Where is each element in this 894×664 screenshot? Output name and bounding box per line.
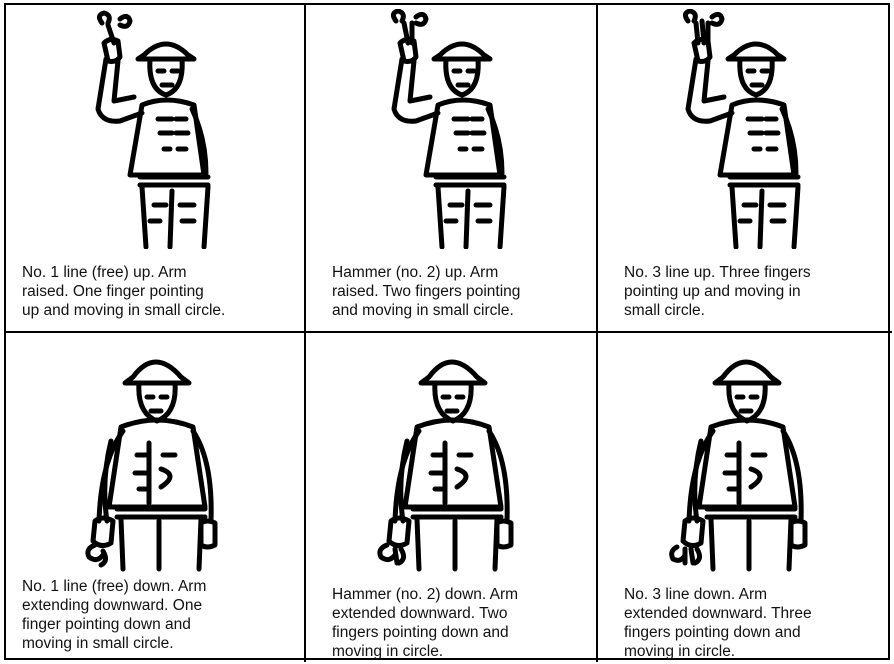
- worker-arm-down-one-finger-icon: [6, 337, 304, 577]
- worker-arm-down-three-fingers-icon: [598, 337, 892, 577]
- panel-caption: No. 3 line up. Three fingers pointing up…: [624, 263, 811, 320]
- worker-arm-raised-one-finger-icon: [6, 9, 304, 249]
- signal-panel-no3-up: No. 3 line up. Three fingers pointing up…: [598, 5, 892, 333]
- signal-panel-no1-up: No. 1 line (free) up. Arm raised. One fi…: [6, 5, 306, 333]
- panel-caption: Hammer (no. 2) down. Arm extended downwa…: [332, 585, 518, 661]
- signal-panel-hammer-down: Hammer (no. 2) down. Arm extended downwa…: [306, 333, 598, 662]
- signal-panel-no1-down: No. 1 line (free) down. Arm extending do…: [6, 333, 306, 662]
- worker-arm-raised-two-fingers-icon: [306, 9, 596, 249]
- panel-caption: Hammer (no. 2) up. Arm raised. Two finge…: [332, 263, 520, 320]
- signal-grid: No. 1 line (free) up. Arm raised. One fi…: [4, 3, 890, 660]
- panel-caption: No. 1 line (free) down. Arm extending do…: [22, 577, 206, 653]
- worker-arm-down-two-fingers-icon: [306, 337, 596, 577]
- signal-panel-hammer-up: Hammer (no. 2) up. Arm raised. Two finge…: [306, 5, 598, 333]
- panel-caption: No. 3 line down. Arm extended downward. …: [624, 585, 812, 661]
- panel-caption: No. 1 line (free) up. Arm raised. One fi…: [22, 263, 225, 320]
- signal-panel-no3-down: No. 3 line down. Arm extended downward. …: [598, 333, 892, 662]
- worker-arm-raised-three-fingers-icon: [598, 9, 892, 249]
